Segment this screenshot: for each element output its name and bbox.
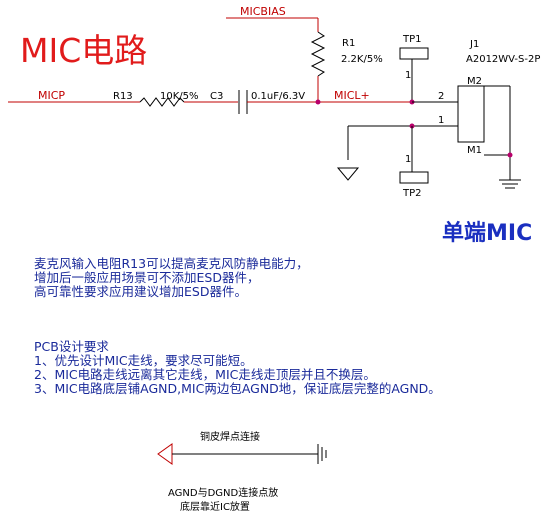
resistor-note-line: 增加后一般应用场景可不添加ESD器件， [34,270,260,285]
junction-r1 [315,99,321,105]
tp2-ref: TP2 [402,188,422,199]
agnd-arrow-icon [157,443,173,465]
tp1-pin: 1 [405,70,411,81]
r13-value: 10K/5% [160,91,199,102]
r13-resistor-symbol [139,97,185,107]
tp1-pad [399,47,429,60]
j1-part: A2012WV-S-2P [466,54,540,65]
j1-pin1-label: 1 [438,115,444,126]
agnd-ground-icon [336,167,360,181]
c3-value: 0.1uF/6.3V [251,91,305,102]
j1-pin2-label: 2 [438,91,444,102]
subtitle: 单端MIC [442,221,533,246]
r13-ref: R13 [113,91,133,102]
page-title: MIC电路 [20,31,148,70]
r1-ref: R1 [342,38,355,49]
j1-m2-label: M2 [467,76,482,87]
pad-link-note-2: 底层靠近IC放置 [180,500,250,513]
pcb-heading: PCB设计要求 [34,339,109,354]
j1-m1-label: M1 [467,145,482,156]
pcb-item: 2、MIC电路走线远离其它走线，MIC走线走顶层并且不换层。 [34,367,376,382]
tp2-pad [399,171,429,184]
micbias-label: MICBIAS [240,5,286,18]
micp-label: MICP [38,89,65,102]
resistor-note-line: 高可靠性要求应用建议增加ESD器件。 [34,284,247,299]
j1-ref: J1 [469,39,479,50]
tp1-ref: TP1 [402,34,422,45]
c3-ref: C3 [210,91,223,102]
pad-link-label: 铜皮焊点连接 [200,430,260,443]
j1-body [457,85,485,143]
micl-plus-label: MICL+ [334,89,370,102]
resistor-note-line: 麦克风输入电阻R13可以提高麦克风防静电能力， [34,256,309,271]
resistor-note: 麦克风输入电阻R13可以提高麦克风防静电能力， 增加后一般应用场景可不添加ESD… [34,257,309,299]
pad-link-note-1: AGND与DGND连接点放 [168,486,278,499]
r1-resistor-symbol [310,31,326,77]
tp2-pin: 1 [405,154,411,165]
pcb-item: 3、MIC电路底层铺AGND,MIC两边包AGND地，保证底层完整的AGND。 [34,381,441,396]
pcb-item: 1、优先设计MIC走线，要求尽可能短。 [34,353,253,368]
r1-value: 2.2K/5% [341,54,383,65]
pcb-requirements: PCB设计要求 1、优先设计MIC走线，要求尽可能短。 2、MIC电路走线远离其… [34,340,441,396]
junction-m1 [507,152,513,158]
